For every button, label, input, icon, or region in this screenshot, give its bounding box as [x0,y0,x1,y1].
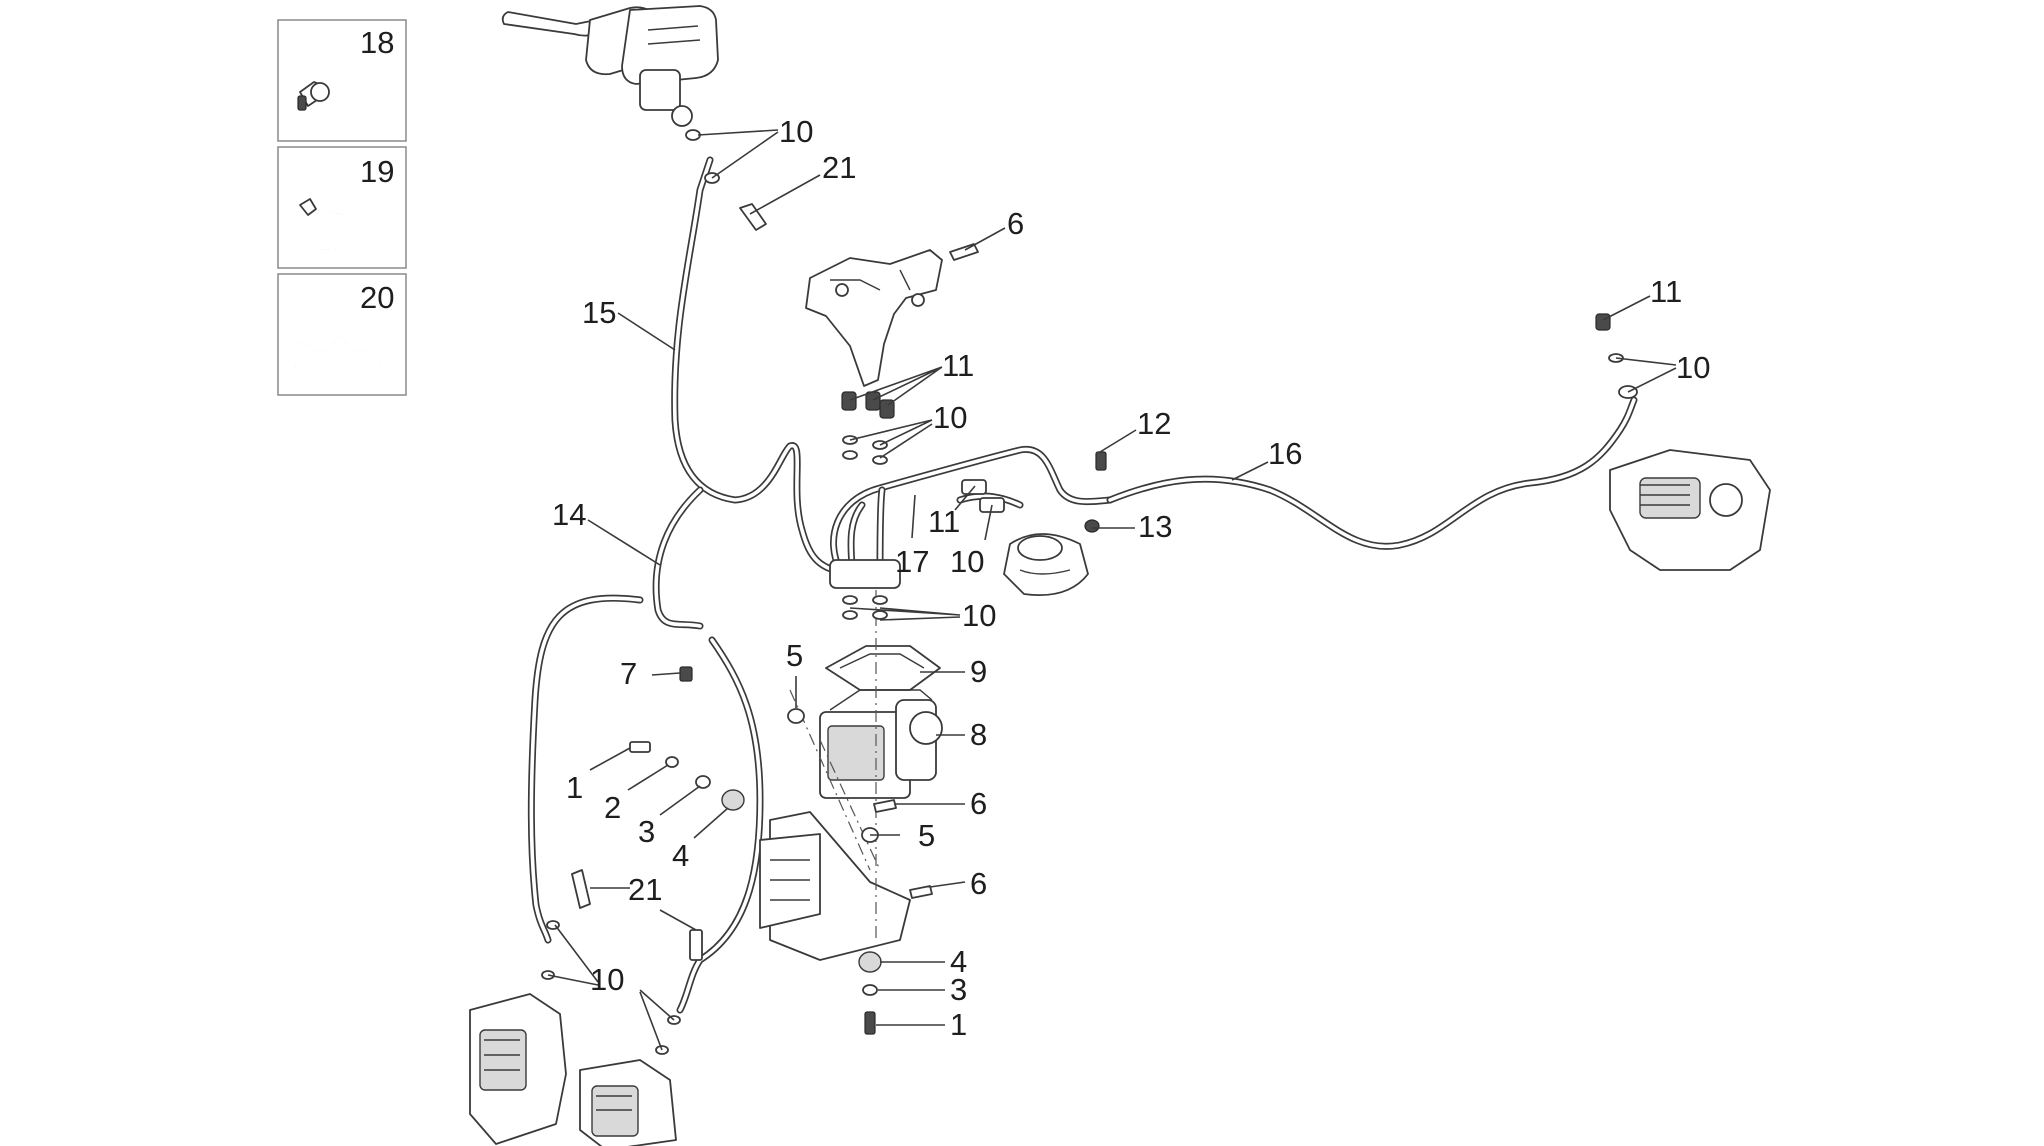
callout-21: 21 [628,872,662,907]
inset-box-18: 18 [277,19,407,142]
callout-5: 5 [786,638,803,673]
inset-box-19: 19 [277,146,407,269]
hardware [541,129,1638,1055]
callout-10: 10 [590,962,624,997]
callout-2: 2 [604,790,621,825]
inset-panel: 18 19 20 [277,19,407,396]
callout-6: 6 [970,866,987,901]
abs-bracket-plate [759,811,911,961]
hose-16 [1106,396,1638,550]
callout-3: 3 [950,972,967,1007]
callout-10: 10 [933,400,967,435]
callout-10: 10 [779,114,813,149]
brake-hoses [527,156,1638,1014]
callout-17: 17 [895,544,929,579]
callout-16: 16 [1268,436,1302,471]
rear-caliper [1609,449,1771,571]
inset-number-19: 19 [360,154,394,189]
callout-13: 13 [1138,509,1172,544]
hose-14 [652,486,704,630]
hose-clamp-icon [299,198,353,250]
callout-6: 6 [1007,206,1024,241]
callout-6: 6 [970,786,987,821]
callout-3: 3 [638,814,655,849]
callout-8: 8 [970,717,987,752]
hose-clip-icon [297,81,330,111]
callout-7: 7 [620,656,637,691]
rear-reservoir [1003,533,1089,596]
mounting-bracket [805,249,943,387]
callout-11: 11 [1650,274,1682,309]
callout-11: 11 [928,504,960,539]
callout-4: 4 [672,838,689,873]
callout-1: 1 [950,1007,967,1042]
front-master-cylinder [501,5,719,127]
callout-11: 11 [942,348,974,383]
callouts: 10 21 6 15 11 10 12 16 11 10 14 11 10 17… [552,114,1710,1042]
callout-14: 14 [552,497,586,532]
leader-lines [547,129,1677,1051]
inset-number-20: 20 [360,280,394,315]
hose-retainer-icon [291,337,383,367]
front-caliper-right [579,1059,677,1146]
front-caliper-left [469,993,567,1145]
callout-21: 21 [822,150,856,185]
callout-1: 1 [566,770,583,805]
callout-5: 5 [918,818,935,853]
abs-modulator [819,645,943,799]
callout-9: 9 [970,654,987,689]
inset-number-18: 18 [360,25,394,60]
callout-12: 12 [1137,406,1171,441]
callout-10: 10 [950,544,984,579]
callout-10: 10 [962,598,996,633]
inset-box-20: 20 [277,273,407,396]
callout-10: 10 [1676,350,1710,385]
callout-15: 15 [582,295,616,330]
callout-4: 4 [950,944,967,979]
